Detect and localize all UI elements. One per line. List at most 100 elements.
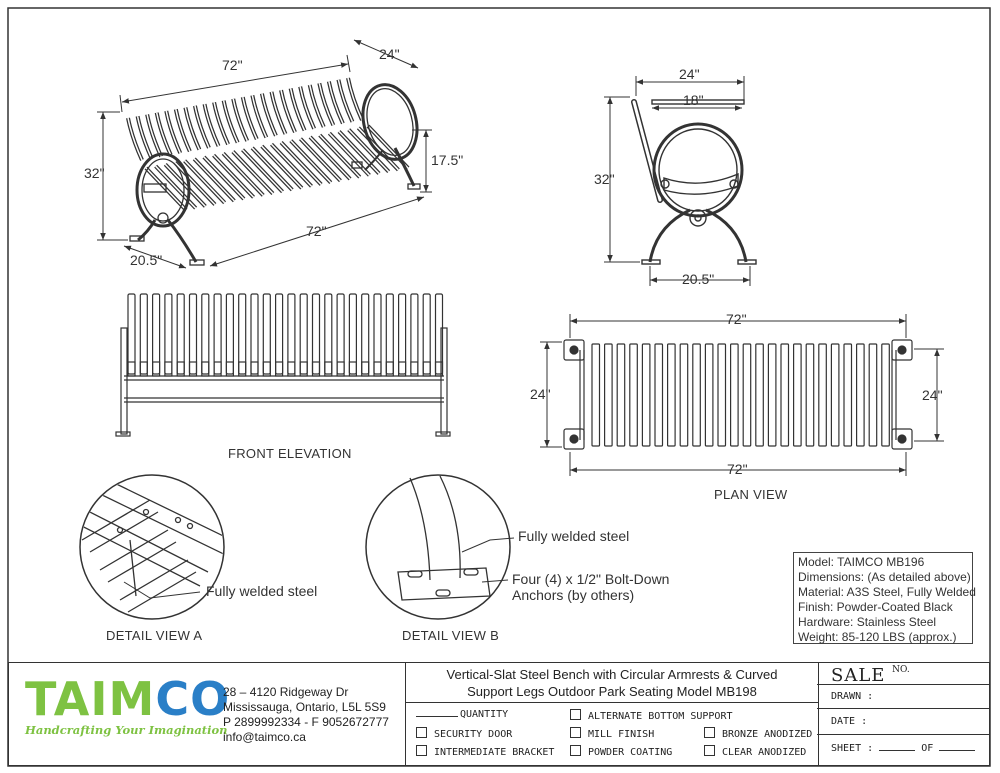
slat bbox=[270, 143, 313, 187]
slat bbox=[818, 343, 827, 447]
slat bbox=[175, 109, 191, 152]
side-dimensions bbox=[604, 76, 751, 286]
checkbox[interactable] bbox=[570, 709, 581, 720]
spec-box: Model: TAIMCO MB196 Dimensions: (As deta… bbox=[793, 552, 976, 644]
option-mill-finish[interactable]: MILL FINISH bbox=[570, 727, 654, 740]
sheet-row[interactable]: SHEET : OF bbox=[817, 735, 989, 765]
slat bbox=[603, 343, 613, 447]
slat bbox=[692, 343, 701, 447]
slat bbox=[201, 293, 210, 375]
drawing-title: Vertical-Slat Steel Bench with Circular … bbox=[406, 663, 818, 703]
slat bbox=[299, 293, 308, 375]
slat bbox=[232, 151, 274, 195]
slat bbox=[261, 145, 303, 189]
option-clear-anodized[interactable]: CLEAR ANODIZED bbox=[704, 745, 806, 758]
slat bbox=[225, 293, 234, 375]
slat bbox=[299, 138, 341, 182]
slat bbox=[213, 102, 229, 145]
slat bbox=[184, 107, 201, 150]
slat bbox=[855, 343, 865, 447]
slat bbox=[194, 105, 210, 149]
plan-bottom-label: 72" bbox=[727, 461, 748, 477]
option-alternate-bottom-support[interactable]: ALTERNATE BOTTOM SUPPORT bbox=[570, 709, 733, 722]
plan-right-label: 24" bbox=[922, 387, 943, 403]
slat bbox=[280, 141, 322, 185]
iso-length-label: 72" bbox=[306, 223, 327, 239]
drawn-row[interactable]: DRAWN : bbox=[817, 685, 989, 709]
option-powder-coating[interactable]: POWDER COATING bbox=[570, 745, 672, 758]
side-view bbox=[631, 99, 757, 265]
slat bbox=[868, 343, 878, 447]
slat bbox=[222, 100, 239, 143]
slat bbox=[241, 149, 284, 193]
slat bbox=[629, 343, 638, 447]
quantity-field[interactable]: QUANTITY bbox=[416, 709, 508, 720]
detail-view-a-label: DETAIL VIEW A bbox=[106, 628, 202, 643]
company-tagline: Handcrafting Your Imagination bbox=[25, 723, 228, 737]
slat bbox=[767, 343, 777, 447]
option-bronze-anodized[interactable]: BRONZE ANODIZED bbox=[704, 727, 812, 740]
slat bbox=[309, 136, 351, 180]
slat bbox=[704, 343, 714, 447]
checkbox[interactable] bbox=[570, 727, 581, 738]
slat bbox=[238, 293, 247, 375]
front-elevation bbox=[115, 293, 451, 437]
checkbox[interactable] bbox=[416, 727, 427, 738]
slat bbox=[717, 343, 727, 447]
slat bbox=[347, 77, 363, 121]
company-email[interactable]: info@taimco.ca bbox=[223, 730, 306, 744]
slat bbox=[336, 293, 345, 375]
slat bbox=[373, 293, 382, 375]
side-base-label: 20.5" bbox=[682, 271, 714, 287]
plan-dimensions bbox=[540, 314, 944, 476]
company-phone: P 2899992334 - F 9052672777 bbox=[223, 715, 389, 729]
slat bbox=[591, 343, 601, 447]
slat bbox=[398, 293, 407, 375]
slat bbox=[164, 293, 173, 375]
checkbox[interactable] bbox=[416, 745, 427, 756]
slat bbox=[127, 293, 136, 375]
slat bbox=[203, 156, 245, 200]
logo-part-green: TAIM bbox=[25, 672, 156, 726]
option-security-door[interactable]: SECURITY DOOR bbox=[416, 727, 512, 740]
slat bbox=[780, 343, 790, 447]
checkbox[interactable] bbox=[570, 745, 581, 756]
iso-height-label: 32" bbox=[84, 165, 105, 181]
slat bbox=[755, 343, 764, 447]
isometric-view bbox=[126, 77, 421, 266]
slat bbox=[422, 293, 431, 375]
slat bbox=[324, 293, 333, 375]
slat bbox=[174, 162, 216, 206]
checkbox[interactable] bbox=[704, 727, 715, 738]
slat bbox=[155, 112, 172, 156]
address-line-1: 28 – 4120 Ridgeway Dr bbox=[223, 685, 349, 699]
spec-material: Material: A3S Steel, Fully Welded bbox=[798, 585, 976, 599]
slat bbox=[290, 140, 332, 184]
slat bbox=[348, 293, 357, 375]
front-elevation-label: FRONT ELEVATION bbox=[228, 446, 352, 461]
plan-view-label: PLAN VIEW bbox=[714, 487, 788, 502]
slat bbox=[616, 343, 626, 447]
slat bbox=[176, 293, 185, 375]
slat bbox=[250, 293, 259, 375]
slat bbox=[287, 293, 296, 375]
slat bbox=[361, 293, 370, 375]
spec-model: Model: TAIMCO MB196 bbox=[798, 555, 925, 569]
logo-part-blue: CO bbox=[155, 672, 231, 726]
slat bbox=[729, 343, 739, 447]
option-intermediate-bracket[interactable]: INTERMEDIATE BRACKET bbox=[416, 745, 554, 758]
slat bbox=[348, 129, 390, 173]
spec-dimensions: Dimensions: (As detailed above) bbox=[798, 570, 971, 584]
slat bbox=[127, 117, 143, 161]
quantity-label: QUANTITY bbox=[460, 709, 509, 720]
iso-dimensions bbox=[97, 39, 432, 269]
side-seat-label: 18" bbox=[683, 92, 704, 108]
spec-weight: Weight: 85-120 LBS (approx.) bbox=[798, 630, 957, 644]
slat bbox=[654, 343, 664, 447]
checkbox[interactable] bbox=[704, 745, 715, 756]
slat bbox=[184, 160, 226, 204]
slat bbox=[319, 134, 361, 178]
slat bbox=[881, 343, 890, 447]
date-row[interactable]: DATE : bbox=[817, 709, 989, 735]
slat bbox=[213, 293, 222, 375]
